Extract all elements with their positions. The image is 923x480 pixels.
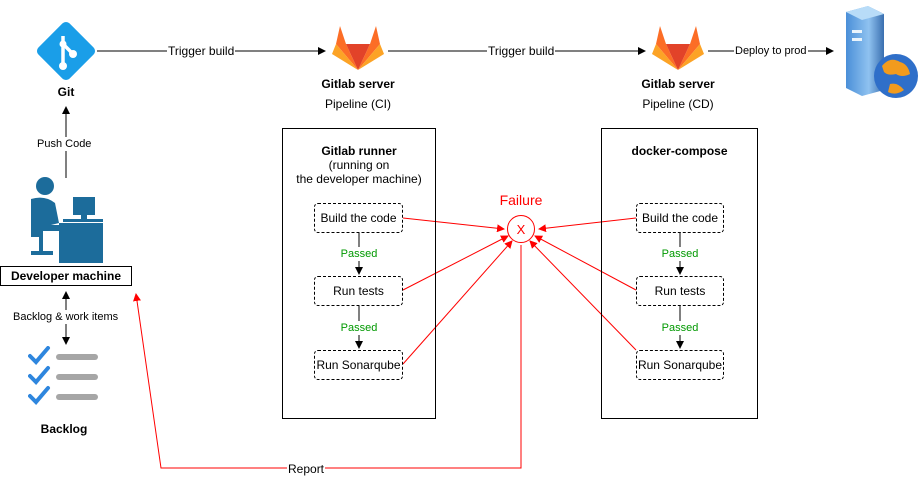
prod-server-node — [838, 4, 920, 100]
gitlab-cd-title: Gitlab server — [641, 77, 715, 91]
runner-step-build: Build the code — [314, 203, 403, 233]
gitlab-runner-container — [282, 128, 436, 419]
runner-subtitle-1: (running on — [328, 158, 390, 172]
gitlab-ci-node — [332, 24, 384, 72]
gitlab-ci-subtitle: Pipeline (CI) — [324, 97, 392, 111]
runner-subtitle-2: the developer machine) — [296, 172, 422, 186]
git-node — [35, 20, 97, 82]
gitlab-ci-title: Gitlab server — [321, 77, 395, 91]
failure-x-icon: X — [516, 221, 526, 237]
developer-machine-label: Developer machine — [10, 269, 122, 283]
runner-step-tests: Run tests — [314, 276, 403, 306]
docker-compose-container — [601, 128, 758, 419]
edge-label-backlog: Backlog & work items — [12, 310, 120, 324]
failure-node: X — [507, 215, 535, 243]
fail-runner-build — [402, 217, 505, 233]
edge-label-trigger-2: Trigger build — [487, 44, 556, 58]
developer-node — [25, 175, 103, 265]
checklist-icon — [28, 346, 98, 405]
edge-label-push: Push Code — [36, 137, 93, 151]
developer-machine-box: Developer machine — [0, 266, 132, 286]
fail-compose-sonar — [529, 240, 637, 351]
edge-label-report: Report — [287, 462, 326, 476]
runner-step-sonar: Run Sonarqube — [314, 350, 403, 380]
developer-at-computer-icon — [31, 177, 103, 263]
compose-passed-2: Passed — [657, 321, 703, 335]
backlog-label: Backlog — [40, 422, 88, 436]
runner-passed-1: Passed — [336, 247, 382, 261]
gitlab-icon — [652, 26, 704, 70]
gitlab-cd-subtitle: Pipeline (CD) — [642, 97, 714, 111]
backlog-node — [28, 346, 100, 408]
compose-step-build: Build the code — [636, 203, 724, 233]
edge-report — [133, 245, 522, 469]
gitlab-cd-node — [652, 24, 704, 72]
server-globe-icon — [846, 6, 918, 98]
edge-label-trigger-1: Trigger build — [167, 44, 236, 58]
git-label: Git — [57, 85, 75, 99]
compose-step-tests: Run tests — [636, 276, 724, 306]
failure-label: Failure — [499, 192, 543, 208]
runner-title: Gitlab runner — [321, 144, 397, 158]
fail-runner-tests — [402, 235, 509, 291]
gitlab-icon — [332, 26, 384, 70]
fail-runner-sonar — [402, 240, 513, 365]
edge-label-deploy: Deploy to prod — [734, 44, 808, 58]
runner-passed-2: Passed — [336, 321, 382, 335]
fail-compose-build — [538, 217, 637, 233]
compose-passed-1: Passed — [657, 247, 703, 261]
fail-compose-tests — [534, 235, 637, 291]
compose-title: docker-compose — [631, 144, 728, 158]
git-icon — [36, 21, 96, 81]
compose-step-sonar: Run Sonarqube — [636, 350, 724, 380]
